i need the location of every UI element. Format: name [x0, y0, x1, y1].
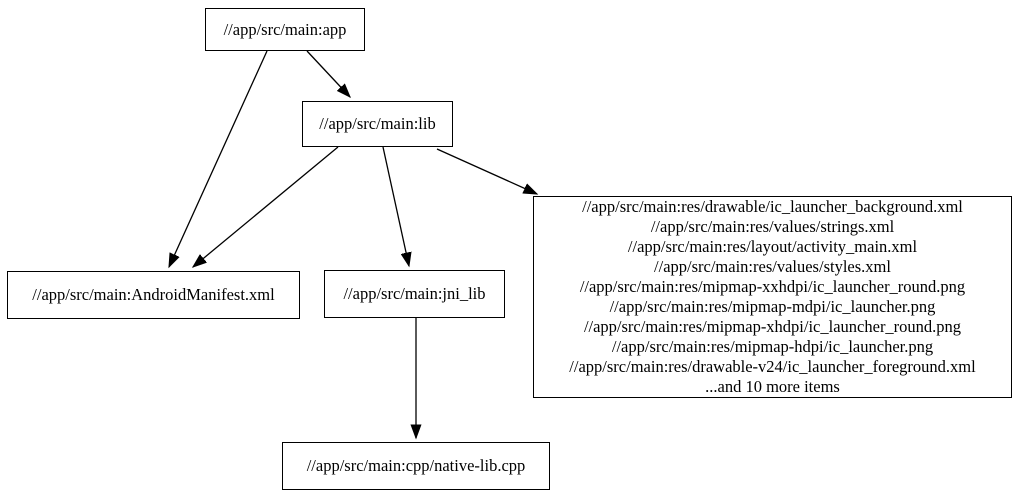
node-label-line: //app/src/main:res/values/styles.xml: [654, 257, 891, 276]
edge-lib-to-res: [436, 148, 537, 195]
node-label-line: //app/src/main:app: [223, 19, 347, 39]
node-label-line: //app/src/main:AndroidManifest.xml: [32, 285, 275, 304]
graph-node-jni-lib: //app/src/main:jni_lib: [324, 270, 505, 318]
node-label-line: //app/src/main:res/mipmap-xhdpi/ic_launc…: [583, 317, 962, 336]
graph-node-app: //app/src/main:app: [205, 8, 365, 51]
edge-lib-to-jni-lib: [382, 146, 409, 266]
node-label-line: ...and 10 more items: [705, 377, 840, 396]
node-label-line: //app/src/main:cpp/native-lib.cpp: [306, 456, 526, 475]
node-label-line: //app/src/main:res/layout/activity_main.…: [627, 237, 918, 256]
node-label-line: //app/src/main:lib: [319, 114, 436, 133]
node-label-line: //app/src/main:res/drawable-v24/ic_launc…: [569, 357, 976, 376]
edge-lib-to-manifest: [193, 146, 339, 267]
node-label-line: //app/src/main:jni_lib: [343, 284, 486, 303]
node-label-line: //app/src/main:res/drawable/ic_launcher_…: [582, 197, 963, 216]
graph-node-res: //app/src/main:res/drawable/ic_launcher_…: [533, 196, 1012, 398]
node-label-line: //app/src/main:res/values/strings.xml: [650, 217, 895, 236]
node-label-line: //app/src/main:res/mipmap-xxhdpi/ic_laun…: [579, 277, 966, 296]
edge-app-to-manifest: [169, 50, 268, 267]
node-label-line: //app/src/main:res/mipmap-mdpi/ic_launch…: [609, 297, 936, 316]
edge-app-to-lib: [306, 50, 350, 97]
graph-node-native-cpp: //app/src/main:cpp/native-lib.cpp: [282, 442, 550, 490]
graph-node-lib: //app/src/main:lib: [302, 101, 453, 147]
graph-node-manifest: //app/src/main:AndroidManifest.xml: [7, 271, 300, 319]
node-label-line: //app/src/main:res/mipmap-hdpi/ic_launch…: [611, 337, 934, 356]
